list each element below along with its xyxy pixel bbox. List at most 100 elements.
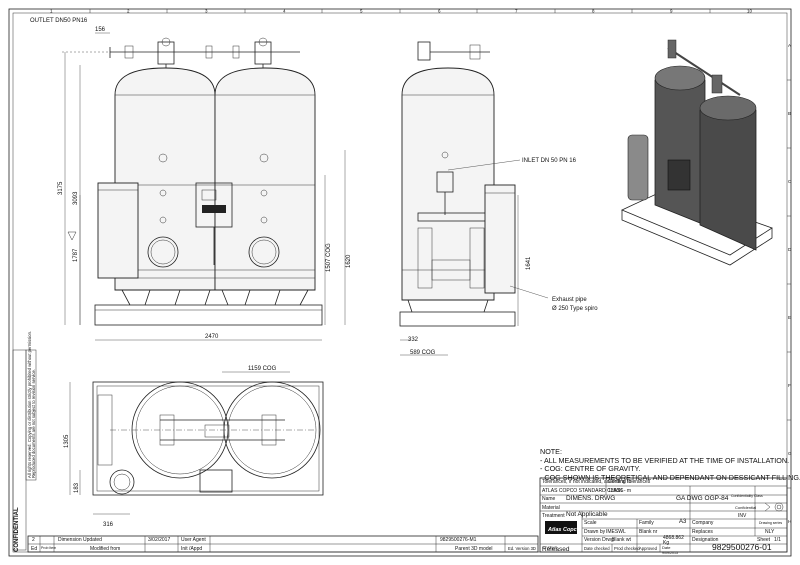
tb-prod-checked: Prod checked xyxy=(614,546,640,551)
version-3d-label: Ed. Version 3D xyxy=(508,546,536,551)
inlet-label: INLET DN 50 PN 16 xyxy=(522,158,577,164)
note-2: - COG: CENTRE OF GRAVITY. xyxy=(540,464,641,474)
cog-1507-label: 1507 COG xyxy=(326,243,332,272)
dim-316: 316 xyxy=(103,522,114,528)
tb-nly: NLY xyxy=(765,529,775,535)
grid-row-d: D xyxy=(788,247,792,252)
rev-description: Dimension Updated xyxy=(58,537,102,543)
tb-scale-label: Scale xyxy=(584,520,597,526)
tb-treatment-label: Treatment xyxy=(542,513,565,519)
tb-tolerances: Tolerances, if not indicated, according … xyxy=(542,479,632,485)
grid-row-e: E xyxy=(788,315,791,320)
grid-col-7: 7 xyxy=(515,9,518,14)
side-silencer xyxy=(484,184,516,294)
tb-status-label: STATUS xyxy=(542,545,558,550)
tb-drawn-by: IMESWL xyxy=(606,529,626,535)
exhaust-label-line2: Ø 250 Type spiro xyxy=(552,306,598,312)
grid-col-2: 2 xyxy=(127,9,130,14)
tb-treatment: Not Applicable xyxy=(566,511,608,518)
tb-inv: INV xyxy=(738,513,747,519)
dim-3093: 3093 xyxy=(73,191,79,205)
side-view xyxy=(399,41,549,356)
grid-col-6: 6 xyxy=(438,9,441,14)
tb-name: DIMENS. DRWG xyxy=(566,495,616,502)
grid-row-g: G xyxy=(788,451,792,456)
tb-standard: ATLAS COPCO STANDARD CLASS xyxy=(542,488,624,494)
tb-family-label: Family xyxy=(639,520,654,526)
dim-1305: 1305 xyxy=(64,434,70,448)
rev-prob-label: Prob Item xyxy=(41,546,57,550)
tb-designation-label: Designation xyxy=(692,537,719,543)
grid-col-8: 8 xyxy=(592,9,595,14)
grid-row-b: B xyxy=(788,111,791,116)
rev-ed-label: Ed xyxy=(31,546,38,552)
grid-col-4: 4 xyxy=(283,9,286,14)
parent-number: 9829500276-M1 xyxy=(440,537,477,543)
tb-general-tol: General tolerances xyxy=(608,479,651,485)
cog-589-label: 589 COG xyxy=(410,350,436,356)
front-view xyxy=(62,32,346,341)
atlas-copco-logo xyxy=(545,521,577,534)
isometric-view xyxy=(621,39,773,266)
tb-blank-nr-label: Blank nr xyxy=(639,529,658,535)
tb-material-label: Material xyxy=(542,505,560,511)
tb-company-label: Company xyxy=(692,520,714,526)
tb-date-checked: Date checked xyxy=(584,546,610,551)
rev-user: User Agent xyxy=(181,537,206,543)
parent-label: Parent 3D model xyxy=(455,546,493,552)
grid-ticks xyxy=(89,9,791,489)
side-base-frame xyxy=(399,311,516,327)
grid-col-3: 3 xyxy=(205,9,208,14)
exhaust-label-line1: Exhaust pipe xyxy=(552,297,587,303)
note-header: NOTE: xyxy=(540,447,562,456)
tb-document: GA DWG OGP-84 xyxy=(676,495,729,502)
note-3: - COG SHOWN IS THEORETICAL AND DEPENDANT… xyxy=(540,472,800,482)
tb-drawing-series: Drawing series xyxy=(759,521,783,525)
tb-name-label: Name xyxy=(542,496,556,502)
dim-1787: 1787 xyxy=(73,248,79,262)
grid-row-a: A xyxy=(788,43,791,48)
dim-1641: 1641 xyxy=(526,256,532,270)
confidential-text: CONFIDENTIAL xyxy=(14,507,20,552)
front-base-frame xyxy=(94,304,323,326)
tb-drawn-by-label: Drawn by xyxy=(584,529,606,535)
logo-text: Atlas Copco xyxy=(547,527,581,533)
tb-version-label: Version Drwg xyxy=(584,537,614,543)
grid-col-9: 9 xyxy=(670,9,673,14)
tb-date: 9/09/2015 xyxy=(662,550,678,555)
grid-col-10: 10 xyxy=(747,9,753,14)
rev-modified-label: Modified from xyxy=(90,546,121,552)
tb-status: Released xyxy=(542,546,570,553)
tb-drawing-number: 9829500276-01 xyxy=(712,542,772,552)
tb-blank-wt-label: Blank wt xyxy=(612,537,631,543)
dim-3175: 3175 xyxy=(58,181,64,195)
tb-replaces-label: Replaces xyxy=(692,529,713,535)
tb-conf-label: Confidentiality Class xyxy=(731,494,763,498)
grid-row-c: C xyxy=(788,179,792,184)
grid-col-1: 1 xyxy=(50,9,53,14)
top-base-frame xyxy=(92,381,324,496)
grid-row-f: F xyxy=(788,383,791,388)
side-vessel xyxy=(401,67,495,301)
grid-col-5: 5 xyxy=(360,9,363,14)
dim-156: 156 xyxy=(95,27,106,33)
tb-weight: 4868.862 xyxy=(663,535,684,541)
rev-number: 2 xyxy=(32,537,35,543)
grid-row-h: H xyxy=(788,519,791,524)
title-block-lines xyxy=(12,349,788,553)
top-view xyxy=(69,371,324,515)
tb-approved: Approved xyxy=(639,546,657,551)
front-vessel-left xyxy=(114,67,216,291)
copyright-line-2: Reproduced documents are not subject to … xyxy=(31,369,36,478)
front-vessel-right xyxy=(214,67,316,291)
note-1: - ALL MEASUREMENTS TO BE VERIFIED AT THE… xyxy=(540,455,790,465)
tb-std-no: 1350K - m xyxy=(608,488,632,494)
dim-332: 332 xyxy=(408,337,419,343)
dim-1620: 1620 xyxy=(346,254,352,268)
tb-sheet-label: Sheet xyxy=(757,537,771,543)
front-silencer xyxy=(97,182,139,279)
dim-183: 183 xyxy=(74,482,80,493)
drawing-notes: NOTE: - ALL MEASUREMENTS TO BE VERIFIED … xyxy=(540,447,800,482)
